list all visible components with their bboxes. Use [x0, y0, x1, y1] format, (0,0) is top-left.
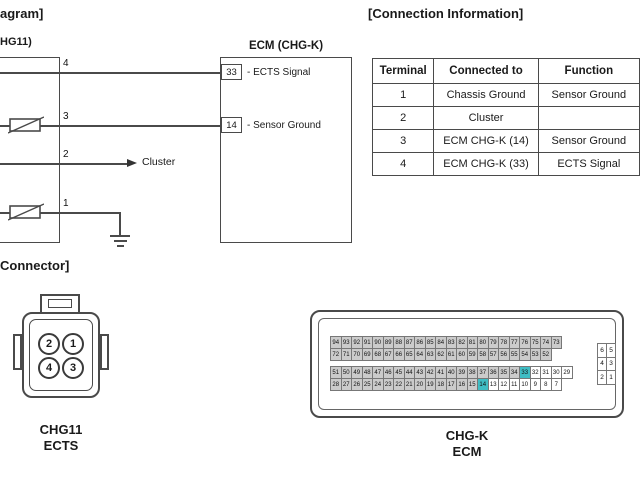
connector-type: ECTS — [43, 438, 79, 453]
cluster-label: Cluster — [142, 156, 176, 168]
table-cell: 2 — [371, 106, 435, 130]
chg11-pin-3: 3 — [62, 357, 84, 379]
ecm-terminal-33: 33 — [221, 64, 242, 80]
ecm-pin-3: 3 — [606, 356, 616, 371]
connector-label: HG11) — [0, 36, 32, 48]
table-cell: Cluster — [433, 106, 539, 130]
ecm-pin-1: 1 — [606, 370, 616, 385]
chg11-pin-1: 1 — [62, 333, 84, 355]
ground-icon — [113, 240, 127, 242]
table-cell: ECM CHG-K (33) — [433, 152, 539, 176]
ecm-pin-29: 29 — [561, 366, 573, 379]
table-cell — [537, 106, 640, 130]
column-header: Connected to — [433, 58, 539, 84]
wire-ground-drop — [119, 212, 121, 235]
resistive-element-icon — [8, 116, 44, 134]
ecm-pin-7: 7 — [550, 378, 562, 391]
ecm-box — [220, 57, 352, 243]
table-cell: ECTS Signal — [537, 152, 640, 176]
ground-icon — [116, 245, 124, 247]
column-header: Function — [537, 58, 640, 84]
circuit-section-title: agram] — [0, 6, 44, 21]
ecm-terminal-14-label: - Sensor Ground — [247, 120, 321, 131]
harness-connector-title: Connector] — [0, 258, 70, 273]
chg11-pin-2: 2 — [38, 333, 60, 355]
chg11-connector-cavity — [29, 319, 93, 391]
cluster-arrow-icon — [127, 159, 137, 167]
table-cell: ECM CHG-K (14) — [433, 129, 539, 153]
connector-side-tab — [100, 334, 109, 370]
pin-number-3: 3 — [63, 111, 69, 122]
connection-info-title: [Connection Information] — [368, 6, 524, 21]
table-cell: 1 — [371, 83, 435, 107]
connector-latch-slot — [48, 299, 72, 308]
ecm-connector-type: ECM — [452, 444, 482, 459]
ecm-terminal-33-label: - ECTS Signal — [247, 67, 311, 78]
wire-sensor-ground — [0, 125, 221, 127]
ecm-pin-73: 73 — [550, 336, 562, 349]
wire-chassis-ground — [0, 212, 120, 214]
column-header: Terminal — [371, 58, 435, 84]
ecm-pin-52: 52 — [540, 348, 552, 361]
ecm-pin-5: 5 — [606, 343, 616, 358]
table-cell: Sensor Ground — [537, 129, 640, 153]
wire-cluster — [0, 163, 128, 165]
ground-icon — [110, 235, 130, 237]
ecm-connector-cavity — [318, 318, 616, 410]
pin-number-4: 4 — [63, 58, 69, 69]
table-cell: Sensor Ground — [537, 83, 640, 107]
table-cell: 3 — [371, 129, 435, 153]
resistive-element-icon — [8, 203, 44, 221]
pin-number-1: 1 — [63, 198, 69, 209]
ecm-terminal-14: 14 — [221, 117, 242, 133]
ecm-connector-name: CHG-K — [445, 428, 489, 443]
chg11-pin-4: 4 — [38, 357, 60, 379]
ecm-box-title: ECM (CHG-K) — [248, 40, 324, 52]
connector-name: CHG11 — [39, 422, 83, 437]
pin-number-2: 2 — [63, 149, 69, 160]
table-cell: 4 — [371, 152, 435, 176]
wire-ects-signal — [0, 72, 221, 74]
table-cell: Chassis Ground — [433, 83, 539, 107]
connector-side-tab — [13, 334, 22, 370]
